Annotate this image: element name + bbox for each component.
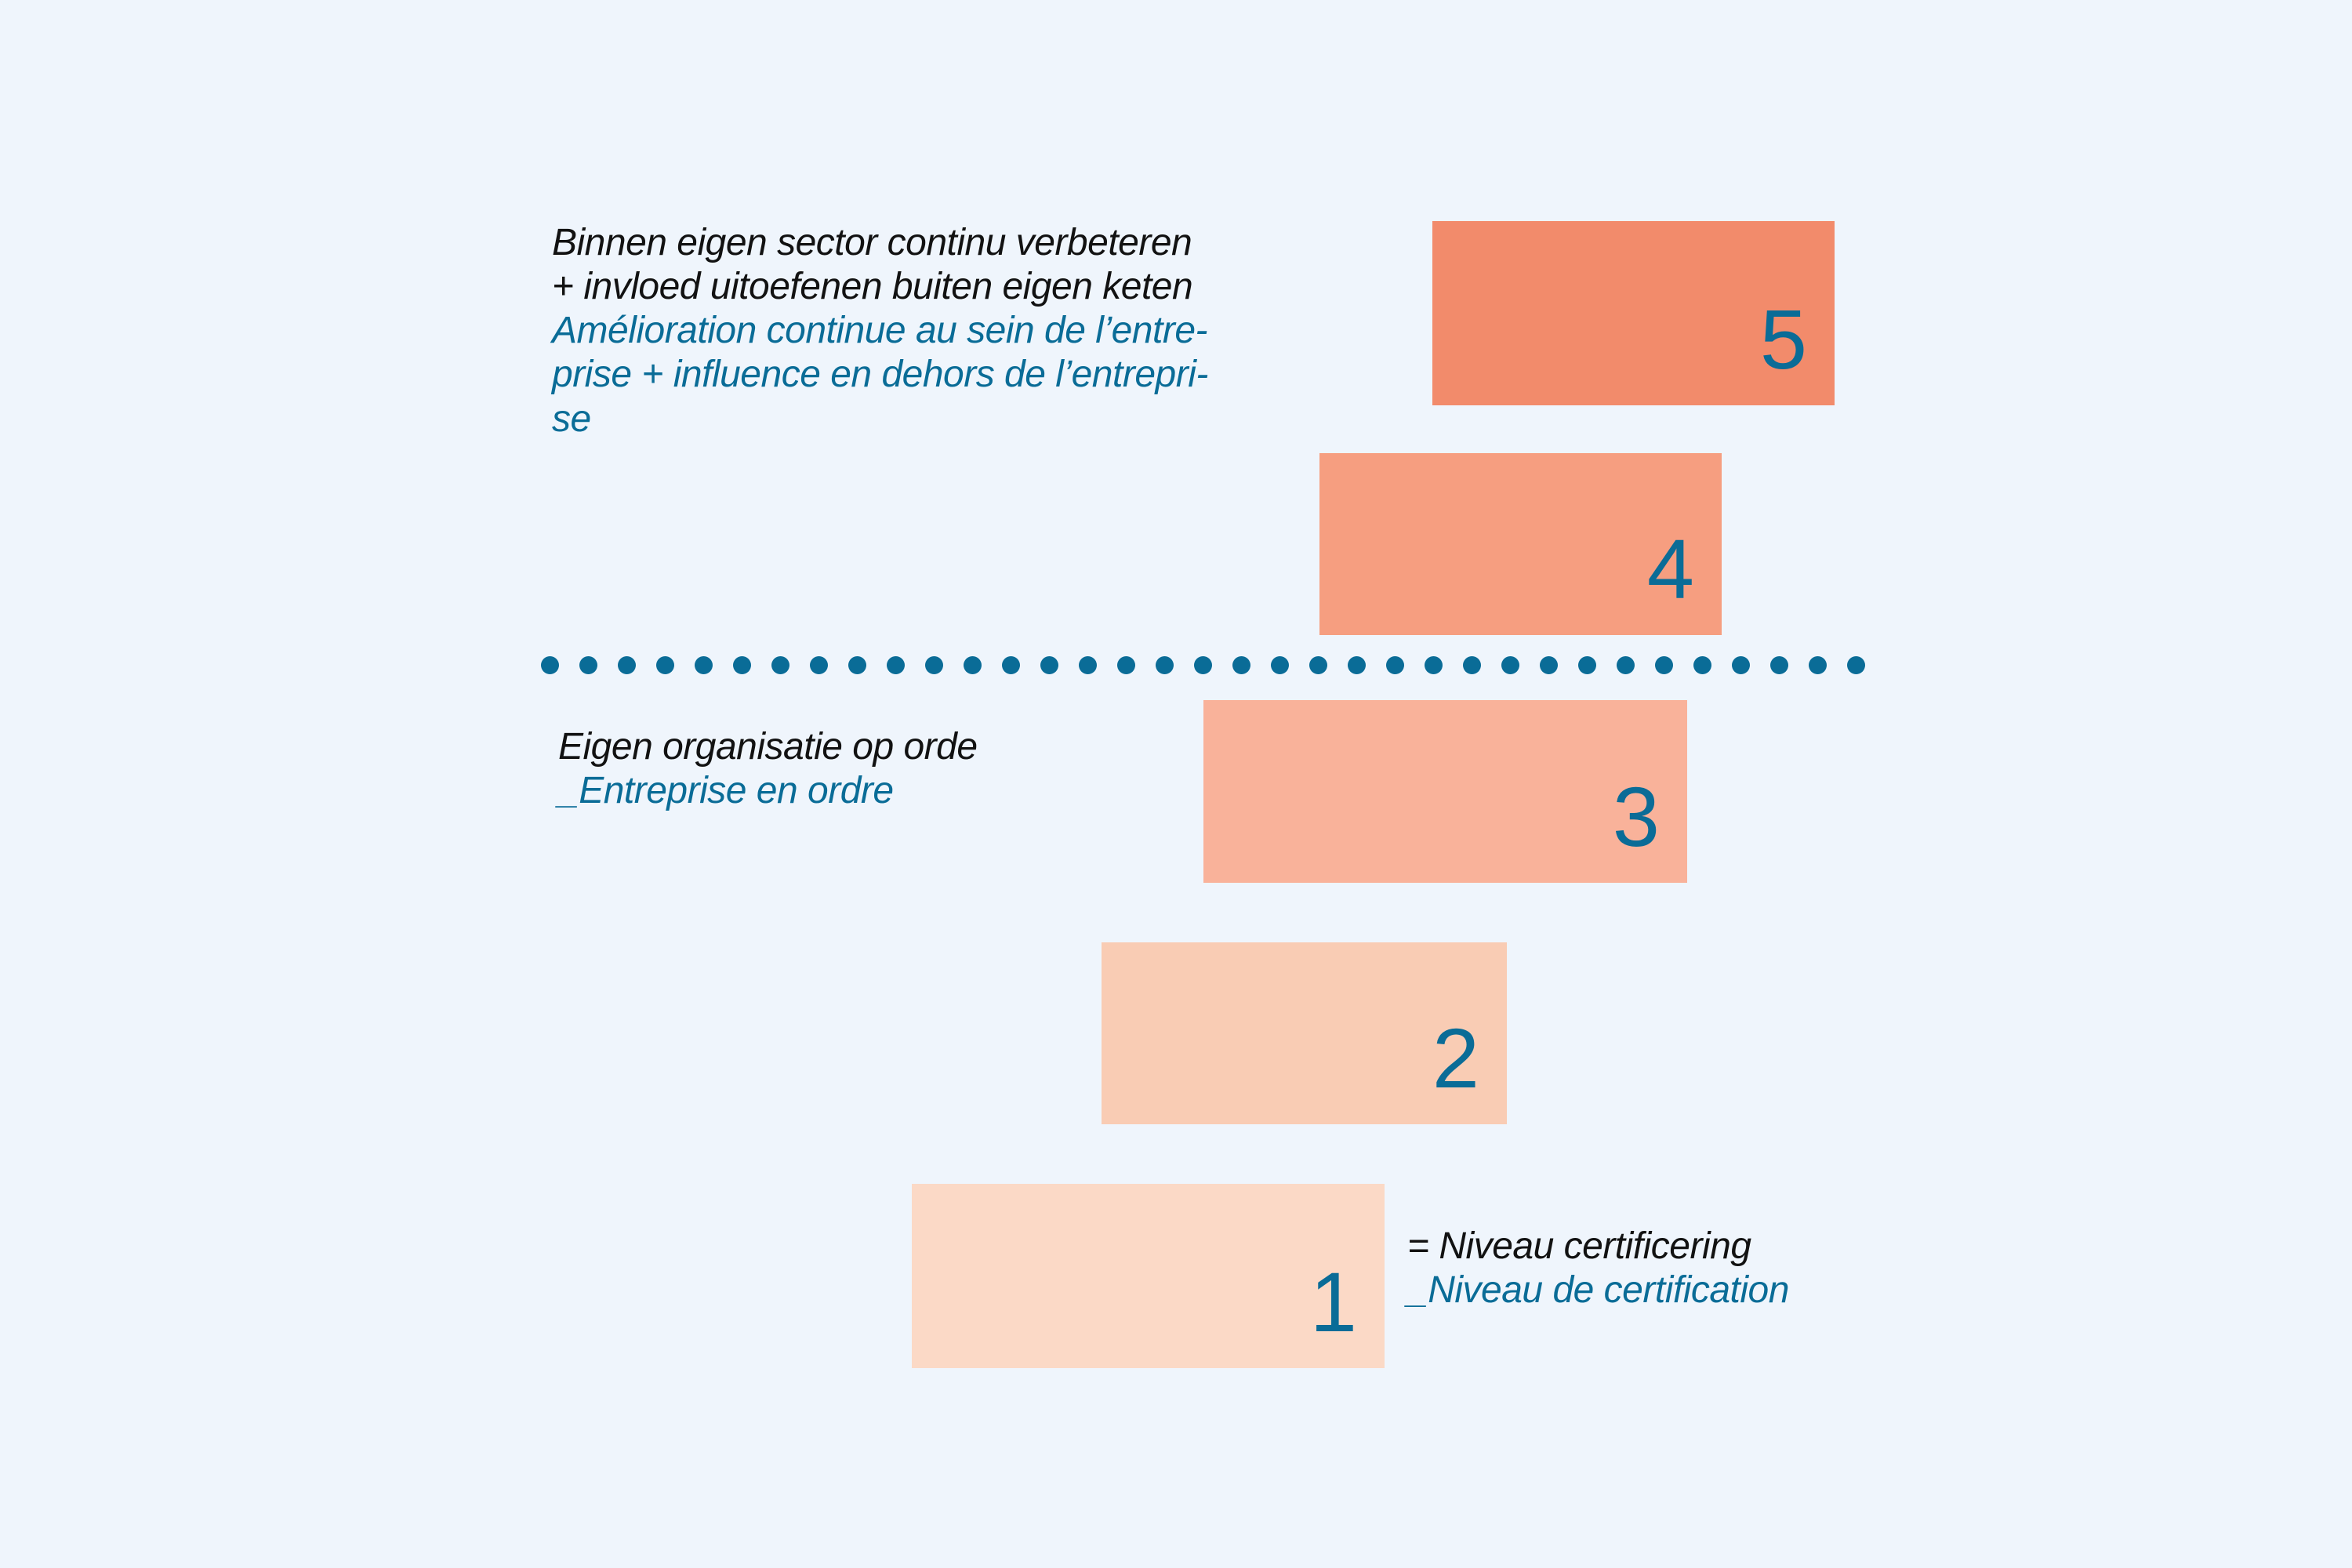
level-bar-2-number: 2 <box>1432 1011 1479 1105</box>
level-bar-3: 3 <box>1203 700 1687 883</box>
separator-dot <box>1578 656 1596 674</box>
separator-dot <box>1655 656 1673 674</box>
separator-dot <box>618 656 636 674</box>
separator-dot <box>1040 656 1058 674</box>
separator-dot <box>925 656 943 674</box>
level-bar-4-number: 4 <box>1646 521 1694 616</box>
separator-dot <box>695 656 713 674</box>
label-middle-nl-line-1: Eigen organisatie op orde <box>558 726 978 768</box>
separator-dot <box>1540 656 1558 674</box>
level-bar-1: 1 <box>912 1184 1385 1368</box>
label-middle-fr-line-1: _Entreprise en ordre <box>558 770 894 812</box>
separator-dot <box>1232 656 1250 674</box>
separator-dot <box>656 656 674 674</box>
separator-dot <box>541 656 559 674</box>
legend-nl-line-1: = Niveau certificering <box>1407 1225 1751 1267</box>
separator-dot <box>1271 656 1289 674</box>
separator-dot <box>1501 656 1519 674</box>
separator-dot <box>1770 656 1788 674</box>
separator-dot <box>1732 656 1750 674</box>
level-bar-5: 5 <box>1432 221 1835 405</box>
legend-fr-line-1: _Niveau de certification <box>1407 1269 1789 1312</box>
level-bar-5-number: 5 <box>1759 292 1807 387</box>
separator-dot <box>1348 656 1366 674</box>
separator-dot <box>964 656 982 674</box>
level-bar-2: 2 <box>1102 942 1507 1124</box>
separator-dot <box>1156 656 1174 674</box>
label-top-block: Binnen eigen sector continu verbeteren +… <box>552 221 1344 441</box>
label-top-fr-line-2: prise + influence en dehors de l’entrepr… <box>552 354 1208 396</box>
separator-dot <box>1809 656 1827 674</box>
level-bar-4: 4 <box>1319 453 1722 635</box>
label-top-nl-line-2: + invloed uitoefenen buiten eigen keten <box>552 266 1193 308</box>
separator-dot <box>1463 656 1481 674</box>
separator-dot <box>1117 656 1135 674</box>
dotted-separator <box>541 656 1865 674</box>
separator-dot <box>1194 656 1212 674</box>
legend-block: = Niveau certificering _Niveau de certif… <box>1407 1225 1956 1312</box>
level-bar-3-number: 3 <box>1612 769 1660 864</box>
separator-dot <box>1617 656 1635 674</box>
separator-dot <box>1386 656 1404 674</box>
separator-dot <box>1693 656 1711 674</box>
label-top-fr-line-3: se <box>552 397 591 440</box>
separator-dot <box>771 656 789 674</box>
separator-dot <box>1425 656 1443 674</box>
label-middle-block: Eigen organisatie op orde _Entreprise en… <box>558 725 1170 813</box>
separator-dot <box>810 656 828 674</box>
separator-dot <box>1079 656 1097 674</box>
level-bar-1-number: 1 <box>1309 1254 1357 1349</box>
separator-dot <box>579 656 597 674</box>
separator-dot <box>1309 656 1327 674</box>
separator-dot <box>1002 656 1020 674</box>
separator-dot <box>887 656 905 674</box>
label-top-fr-line-1: Amélioration continue au sein de l’entre… <box>552 310 1208 352</box>
separator-dot <box>848 656 866 674</box>
label-top-nl-line-1: Binnen eigen sector continu verbeteren <box>552 222 1192 263</box>
separator-dot <box>1847 656 1865 674</box>
separator-dot <box>733 656 751 674</box>
